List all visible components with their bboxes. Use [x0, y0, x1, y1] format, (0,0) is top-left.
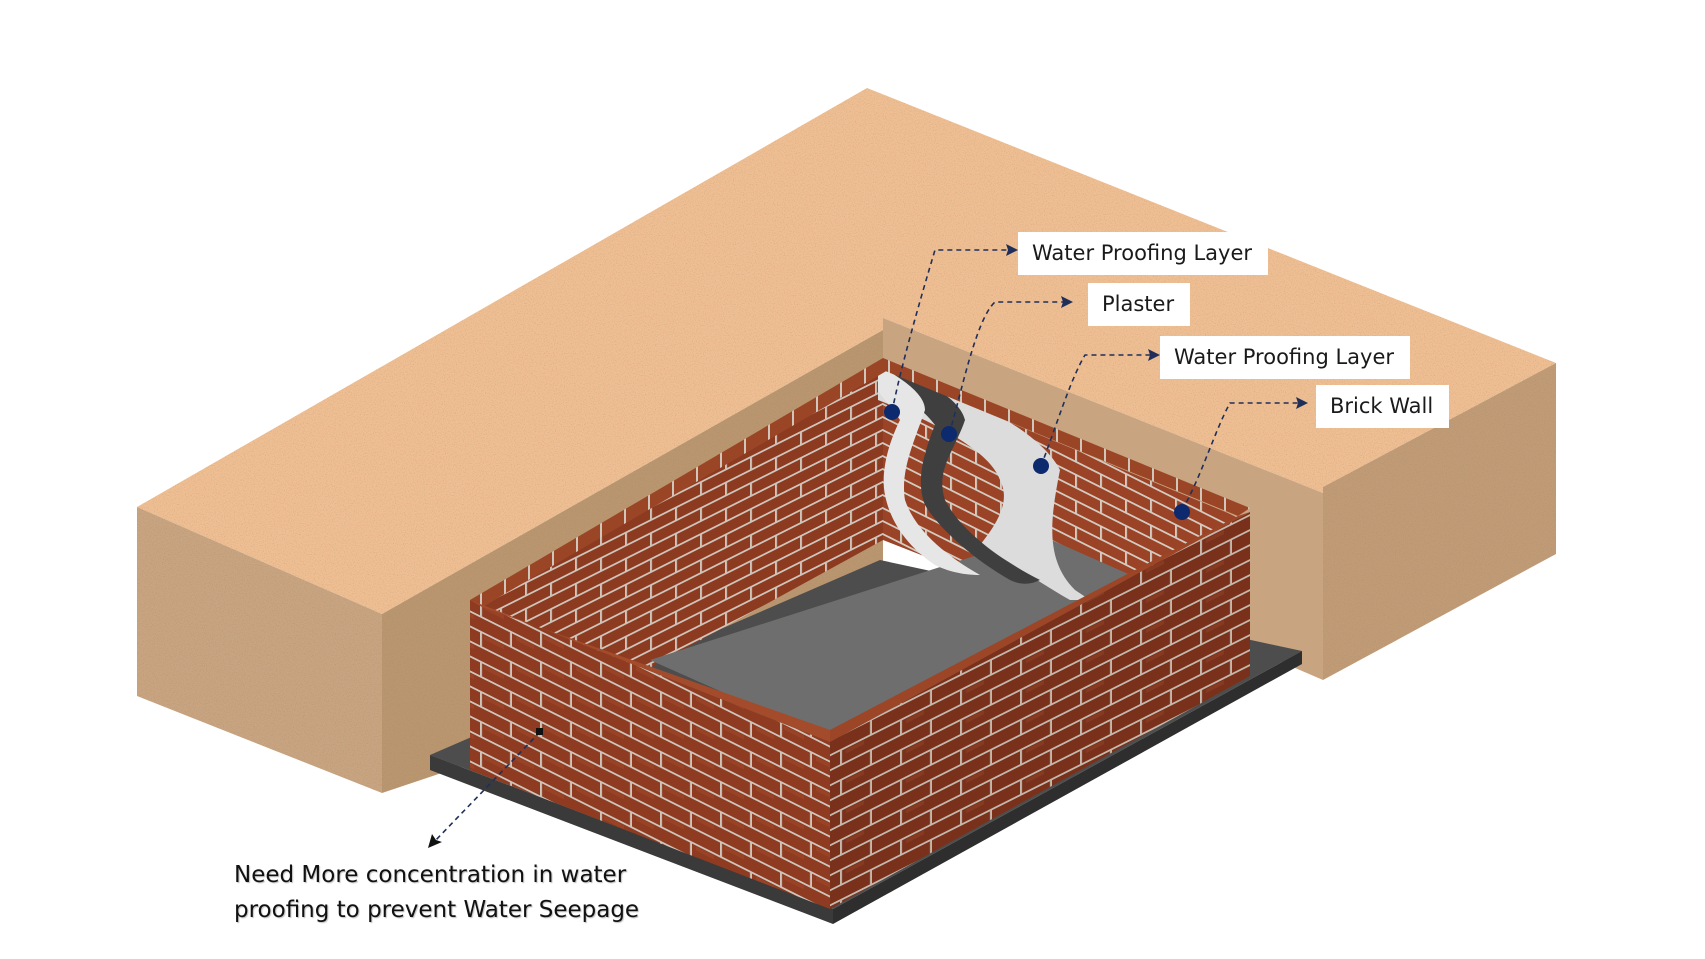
label-waterproofing-inner: Water Proofing Layer — [1160, 336, 1410, 379]
seepage-note: Need More concentration in water proofin… — [234, 858, 639, 928]
marker-waterproof-inner — [1033, 458, 1049, 474]
marker-waterproof-outer — [884, 404, 900, 420]
marker-brick-wall — [1174, 504, 1190, 520]
label-waterproofing-outer: Water Proofing Layer — [1018, 232, 1268, 275]
marker-plaster — [941, 426, 957, 442]
seepage-note-line2: proofing to prevent Water Seepage — [234, 893, 639, 928]
marker-note — [536, 728, 543, 735]
label-brick-wall: Brick Wall — [1316, 385, 1449, 428]
seepage-note-line1: Need More concentration in water — [234, 858, 639, 893]
label-plaster: Plaster — [1088, 283, 1190, 326]
